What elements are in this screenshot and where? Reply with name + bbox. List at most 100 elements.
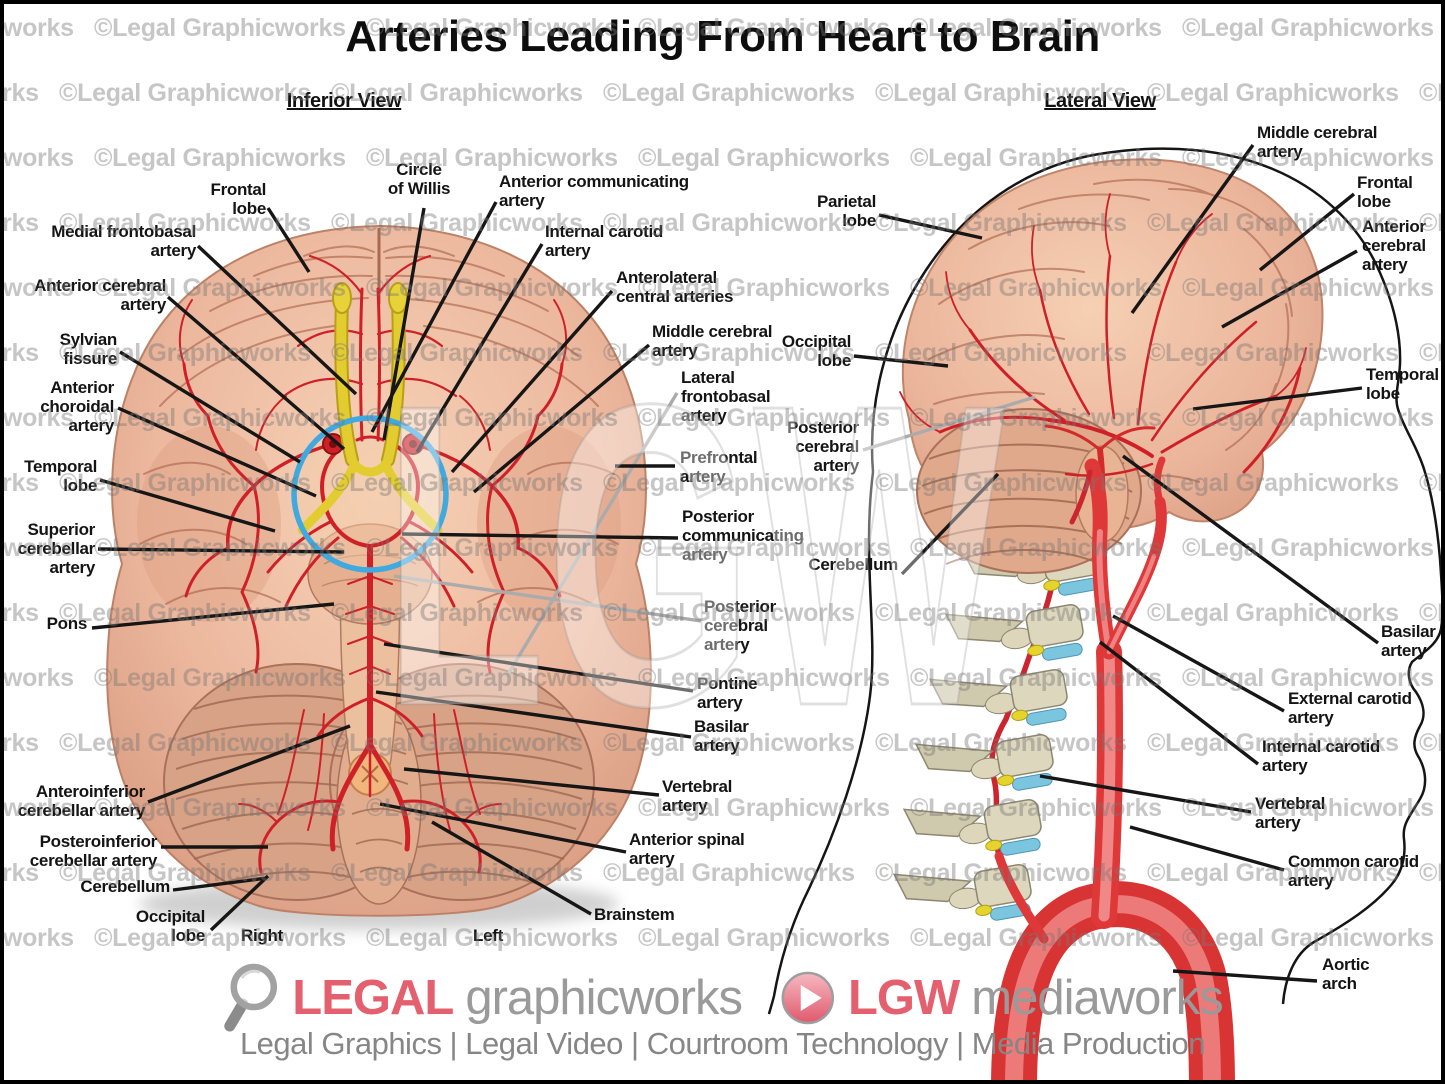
watermark-tile: ©Legal Graphicworks [331, 599, 583, 627]
inferior-occipital-lobe-leader-line [209, 874, 270, 932]
watermark-tile: ©Legal Graphicworks [94, 404, 346, 432]
inferior-basilar-artery-leader-line [375, 690, 692, 739]
inferior-pons-leader-line [91, 602, 335, 630]
watermark-tile: ©Legal Graphicworks [603, 209, 855, 237]
inferior-posterior-cerebral-artery-leader-line [393, 574, 702, 623]
watermark-tile: ©Legal Graphicworks [1147, 339, 1399, 367]
inferior-view-heading: Inferior View [286, 90, 402, 112]
watermark-tile: ©Legal Graphicworks [94, 924, 346, 952]
watermark-tile: ©Legal Graphicworks [366, 144, 618, 172]
watermark-tile: ©Legal Graphicworks [2, 664, 74, 692]
watermark-tile: ©Legal Graphicworks [638, 274, 890, 302]
watermark-tile: ©Legal Graphicworks [2, 209, 39, 237]
cerebellum-inferior [163, 663, 595, 905]
inferior-sylvian-fissure-leader-line [119, 350, 301, 464]
watermark-tile: ©Legal Graphicworks [1182, 274, 1434, 302]
big-watermark-layer: LGW [382, 313, 1009, 796]
arteries-inferior [178, 254, 568, 874]
inferior-brainstem-leader-line [431, 820, 592, 916]
watermark-tile: ©Legal Graphicworks [59, 859, 311, 887]
watermark-tile: ©Legal Graphicworks [603, 339, 855, 367]
watermark-tile: ©Legal Graphicworks [366, 274, 618, 302]
inferior-anterior-choroidal-artery-label: Anterior choroidal artery [40, 378, 114, 436]
watermark-tile: ©Legal Graphicworks [2, 599, 39, 627]
watermark-tile: ©Legal Graphicworks [94, 794, 346, 822]
inferior-superior-cerebellar-artery-label: Superior cerebellar artery [17, 520, 96, 578]
watermark-tile: ©Legal Graphicworks [603, 859, 855, 887]
inferior-middle-cerebral-artery-label: Middle cerebral artery [652, 322, 773, 361]
brainstem-lateral [1075, 445, 1129, 543]
inferior-anteroinferior-cerebellar-artery-leader-line [147, 724, 351, 804]
watermark-tile: ©Legal Graphicworks [59, 729, 311, 757]
watermark-tile: ©Legal Graphicworks [1147, 209, 1399, 237]
page-title: Arteries Leading From Heart to Brain [345, 12, 1100, 61]
brand-graphicworks-text: graphicworks [465, 971, 743, 1025]
watermark-tile: ©Legal Graphicworks [875, 859, 1127, 887]
inferior-medial-frontobasal-artery-label: Medial frontobasal artery [51, 222, 196, 261]
watermark-tile: ©Legal Graphicworks [638, 144, 890, 172]
lateral-internal-carotid-artery-leader-line [1098, 640, 1260, 766]
watermark-tile: ©Legal Graphicworks [1147, 599, 1399, 627]
inferior-internal-carotid-artery-label: Internal carotid artery [545, 222, 664, 261]
watermark-tile: ©Legal Graphicworks [1182, 664, 1434, 692]
inferior-superior-cerebellar-artery-leader-line [97, 547, 345, 554]
inferior-anterior-communicating-artery-leader-line [370, 201, 498, 433]
magnifier-icon [223, 963, 277, 1032]
watermark-tile: ©Legal Graphicworks [1182, 794, 1434, 822]
watermark-tile: ©Legal Graphicworks [59, 469, 311, 497]
lateral-frontal-lobe-label: Frontal lobe [1357, 173, 1413, 212]
lateral-parietal-lobe-leader-line [878, 213, 983, 240]
watermark-tile: ©Legal Graphicworks [59, 209, 311, 237]
inferior-posterior-communicating-artery-label: Posterior communicating artery [682, 507, 804, 565]
inferior-anteroinferior-cerebellar-artery-label: Anteroinferior cerebellar artery [17, 782, 146, 821]
inferior-medial-frontobasal-artery-leader-line [196, 244, 358, 396]
watermark-tile: ©Legal Graphicworks [910, 794, 1162, 822]
watermark-tile: ©Legal Graphicworks [2, 339, 39, 367]
watermark-tile: ©Legal Graphicworks [910, 404, 1162, 432]
lateral-common-carotid-artery-label: Common carotid artery [1288, 852, 1419, 891]
lateral-basilar-artery-leader-line [1121, 454, 1380, 645]
watermark-tile: ©Legal Graphicworks [331, 859, 583, 887]
inferior-orientation-left-label: Left [473, 926, 503, 945]
lateral-middle-cerebral-artery-leader-line [1130, 144, 1255, 314]
inferior-basilar-artery-label: Basilar artery [694, 717, 749, 756]
watermark-tile: ©Legal Graphicworks [638, 924, 890, 952]
cerebrum-inferior [106, 224, 652, 917]
watermark-tile: ©Legal Graphicworks [910, 274, 1162, 302]
watermark-tile: ©Legal Graphicworks [875, 729, 1127, 757]
lateral-parietal-lobe-label: Parietal lobe [816, 192, 876, 231]
watermark-tile: ©Legal Graphicworks [2, 794, 74, 822]
watermark-tile: ©Legal Graphicworks [1419, 859, 1441, 887]
brainstem-inferior [307, 523, 433, 796]
watermark-tile: ©Legal Graphicworks [1419, 469, 1441, 497]
inferior-temporal-lobe-leader-line [99, 478, 276, 533]
optic-nerves [297, 282, 443, 535]
lateral-external-carotid-artery-label: External carotid artery [1288, 689, 1412, 728]
vertebra [998, 501, 1096, 542]
watermark-tile: ©Legal Graphicworks [2, 469, 39, 497]
watermark-tile: ©Legal Graphicworks [1147, 79, 1399, 107]
lateral-anterior-cerebral-artery-leader-line [1221, 249, 1358, 329]
inferior-pontine-artery-leader-line [383, 642, 694, 693]
inferior-sylvian-fissure-label: Sylvian fissure [59, 330, 118, 369]
lateral-external-carotid-artery-leader-line [1112, 614, 1285, 713]
vertebra [902, 798, 1042, 856]
watermark-tile: ©Legal Graphicworks [910, 664, 1162, 692]
inferior-lateral-frontobasal-artery-leader-line [505, 392, 679, 677]
watermark-tile: ©Legal Graphicworks [94, 274, 346, 302]
watermark-tile: ©Legal Graphicworks [366, 664, 618, 692]
inferior-posteroinferior-cerebellar-artery-label: Posteroinferior cerebellar artery [29, 832, 158, 871]
watermark-tile: ©Legal Graphicworks [1419, 339, 1441, 367]
inferior-anterior-spinal-artery-leader-line [379, 802, 627, 854]
watermark-tile: ©Legal Graphicworks [875, 599, 1127, 627]
inferior-orientation-right-label: Right [241, 926, 283, 945]
watermark-tile: ©Legal Graphicworks [1147, 729, 1399, 757]
play-icon [781, 971, 835, 1025]
inferior-pontine-artery-label: Pontine artery [697, 674, 758, 713]
watermark-tile: ©Legal Graphicworks [603, 599, 855, 627]
lateral-anterior-cerebral-artery-label: Anterior cerebral artery [1362, 217, 1426, 275]
lateral-frontal-lobe-leader-line [1258, 192, 1356, 272]
vertebra [960, 538, 1100, 596]
watermark-tile: ©Legal Graphicworks [603, 79, 855, 107]
